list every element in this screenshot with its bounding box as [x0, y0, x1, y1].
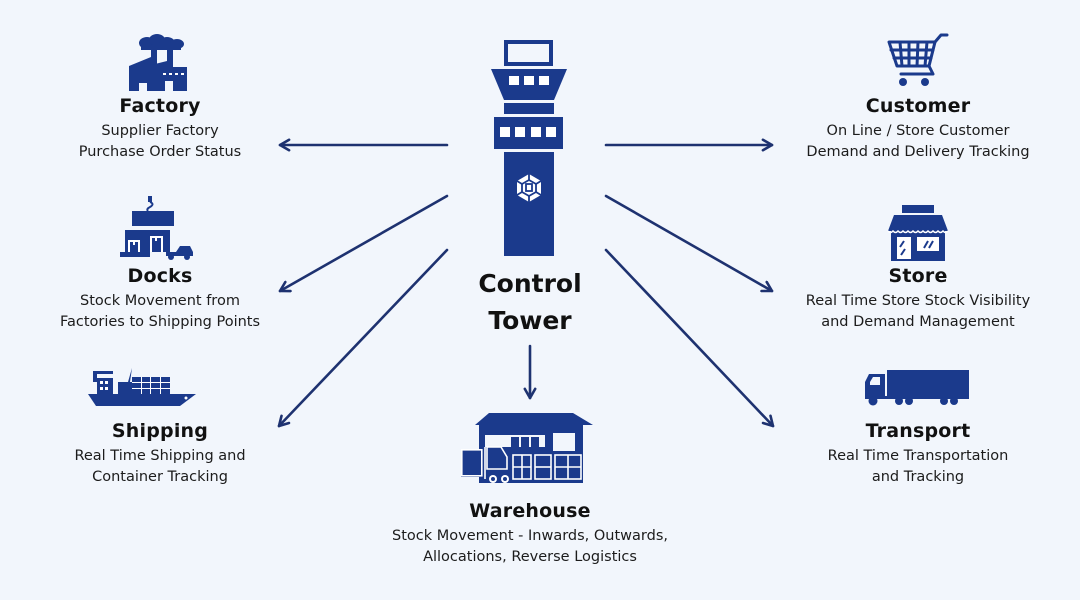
arrow-to-store	[604, 194, 774, 293]
node-description: Supplier Factory Purchase Order Status	[20, 121, 300, 163]
truck-icon	[865, 370, 969, 406]
node-description: Real Time Shipping and Container Trackin…	[20, 446, 300, 488]
node-description-line: Supplier Factory	[101, 123, 219, 139]
node-title: Store	[888, 265, 948, 287]
control-tower-title-line1: Control	[478, 269, 582, 298]
node-description-line: Real Time Shipping and	[74, 448, 246, 464]
node-warehouse: Warehouse Stock Movement - Inwards, Outw…	[330, 500, 730, 568]
node-title: Shipping	[111, 420, 209, 442]
node-description-line: Demand and Delivery Tracking	[806, 144, 1030, 160]
arrow-to-shipping	[277, 248, 449, 428]
warehouse-icon	[461, 413, 593, 483]
shopping-cart-icon	[887, 33, 949, 86]
node-transport: Transport Real Time Transportation and T…	[778, 420, 1058, 488]
factory-icon	[129, 34, 187, 91]
node-description-line: On Line / Store Customer	[826, 123, 1010, 139]
node-description-line: Container Tracking	[92, 469, 228, 485]
node-description-line: and Demand Management	[821, 314, 1015, 330]
node-shipping: Shipping Real Time Shipping and Containe…	[20, 420, 300, 488]
node-title: Transport	[865, 420, 971, 442]
node-title: Warehouse	[469, 500, 591, 522]
control-tower-title: Control Tower	[430, 265, 630, 339]
arrow-to-docks	[278, 194, 449, 293]
node-title: Customer	[865, 95, 971, 117]
node-customer: Customer On Line / Store Customer Demand…	[778, 95, 1058, 163]
node-description: Stock Movement - Inwards, Outwards, Allo…	[330, 526, 730, 568]
node-description: Stock Movement from Factories to Shippin…	[20, 291, 300, 333]
cargo-ship-icon	[88, 368, 196, 406]
storefront-icon	[887, 205, 949, 261]
node-description: Real Time Store Stock Visibility and Dem…	[778, 291, 1058, 333]
node-title: Docks	[127, 265, 193, 287]
node-description-line: Real Time Store Stock Visibility	[805, 293, 1031, 309]
control-tower-title-line2: Tower	[488, 306, 572, 335]
node-description-line: and Tracking	[871, 469, 965, 485]
node-description-line: Purchase Order Status	[78, 144, 242, 160]
node-docks: Docks Stock Movement from Factories to S…	[20, 265, 300, 333]
node-description: On Line / Store Customer Demand and Deli…	[778, 121, 1058, 163]
node-description-line: Real Time Transportation	[827, 448, 1009, 464]
node-factory: Factory Supplier Factory Purchase Order …	[20, 95, 300, 163]
arrow-to-transport	[604, 248, 775, 428]
control-tower-icon	[491, 40, 567, 256]
docks-icon	[120, 196, 193, 260]
node-description-line: Stock Movement - Inwards, Outwards,	[392, 528, 668, 544]
node-title: Factory	[119, 95, 201, 117]
node-description-line: Stock Movement from	[80, 293, 240, 309]
node-store: Store Real Time Store Stock Visibility a…	[778, 265, 1058, 333]
node-description-line: Factories to Shipping Points	[59, 314, 261, 330]
node-description-line: Allocations, Reverse Logistics	[423, 549, 637, 565]
node-description: Real Time Transportation and Tracking	[778, 446, 1058, 488]
